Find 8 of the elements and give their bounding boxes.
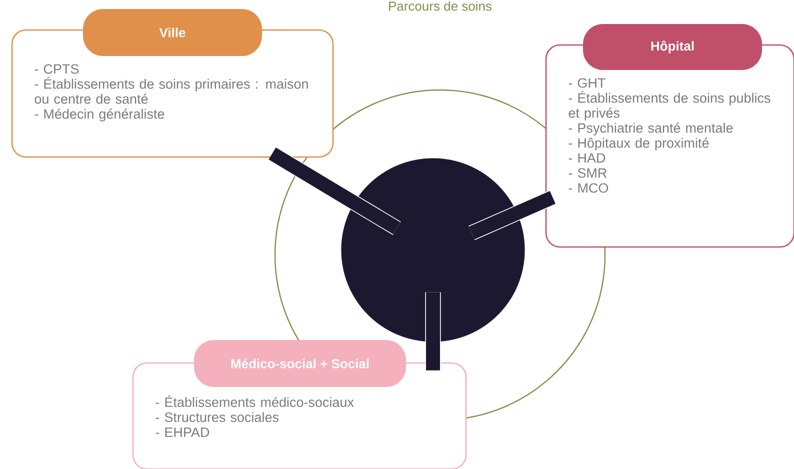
connector-bar: [468, 190, 556, 240]
connector-bar: [425, 292, 441, 370]
category-box: Ville - CPTS - Établissements de soins primaires : maison ou centre de santé - Médecin généraliste: [11, 9, 334, 158]
category-box: Médico-social + Social - Établissements médico-sociaux - Structures sociales - EHPAD: [132, 340, 467, 469]
hub-circle: [340, 158, 526, 342]
category-box: Hôpital - GHT - Établissements de soins publics et privés - Psychiatrie santé mentale - Hôpitaux de proximité - HAD - SMR - MCO: [545, 24, 794, 248]
connector-bar: [268, 146, 401, 235]
title: Parcours de soins: [389, 1, 492, 11]
